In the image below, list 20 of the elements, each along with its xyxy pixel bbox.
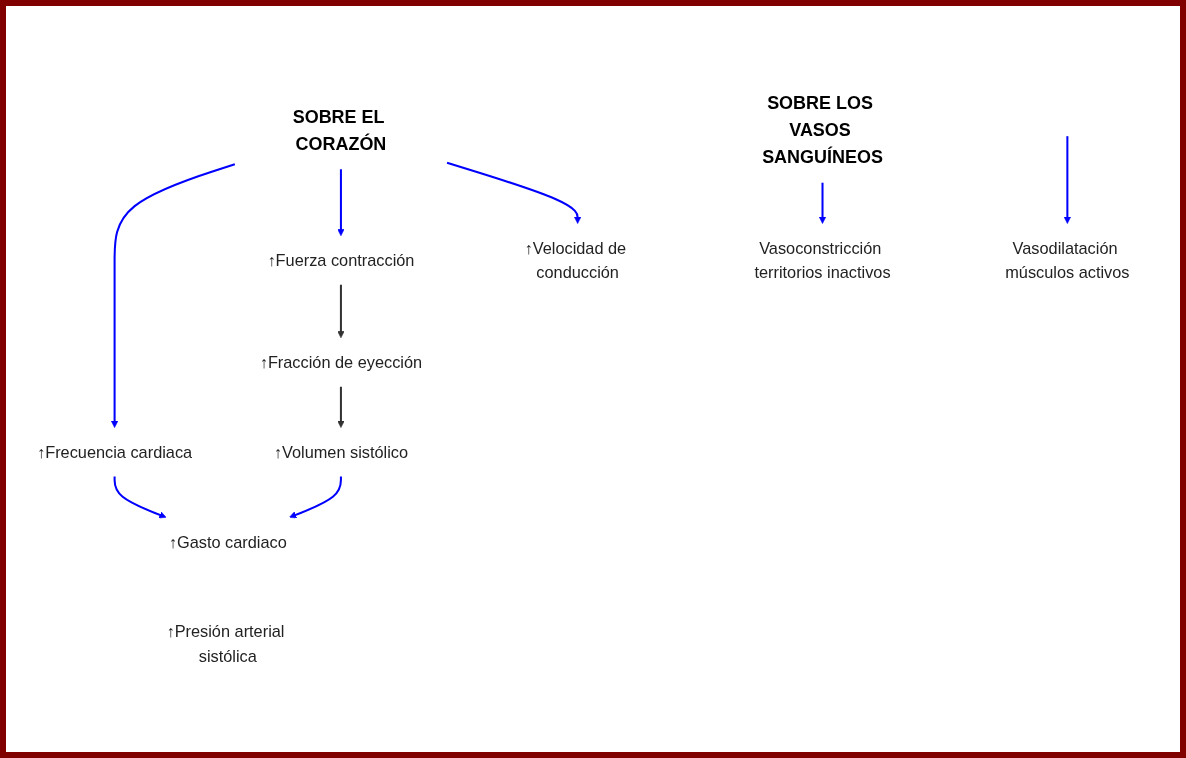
node-text: SOBRE EL CORAZÓN xyxy=(292,106,387,154)
node-text: ↑Frecuencia cardiaca xyxy=(37,443,193,462)
arrow xyxy=(337,284,345,339)
node-text: Vasoconstricción territorios inactivos xyxy=(754,239,891,282)
arrow xyxy=(446,161,582,224)
node-text: SOBRE LOS VASOS SANGUÍNEOS xyxy=(762,92,883,168)
arrow xyxy=(337,386,345,428)
arrow xyxy=(113,476,167,519)
node-text: ↑Fracción de eyección xyxy=(259,353,423,372)
arrow xyxy=(289,476,342,519)
node-text: ↑Gasto cardiaco xyxy=(168,532,287,551)
node-text: ↑Fuerza contracción xyxy=(267,251,415,270)
node-text: Vasodilatación músculos activos xyxy=(1005,239,1130,282)
arrow xyxy=(337,169,345,237)
node-text: ↑Volumen sistólico xyxy=(273,443,409,462)
arrow xyxy=(818,182,827,224)
arrow xyxy=(1063,136,1071,224)
node-text: ↑Presión arterial sistólica xyxy=(166,622,285,666)
arrow xyxy=(111,163,236,428)
node-text: ↑Velocidad de conducción xyxy=(524,239,627,282)
